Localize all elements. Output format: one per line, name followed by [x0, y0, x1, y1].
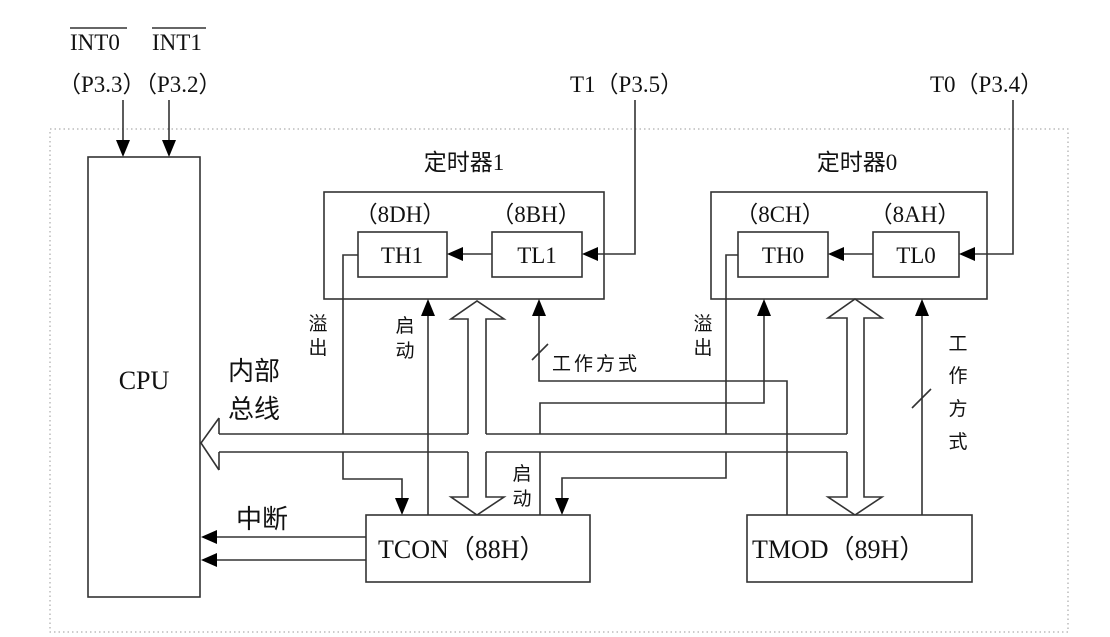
tl1-address: （8BH）: [491, 202, 580, 227]
timer0-mode-line: [911, 299, 932, 515]
int1-label: INT1: [152, 30, 202, 55]
timer0-mode-label-2: 作: [948, 365, 967, 387]
int1-pin-label: （P3.2）: [134, 72, 222, 97]
int1-arrow: [162, 100, 176, 157]
timer1-overflow-label-1: 溢: [308, 313, 327, 335]
timer0-title: 定时器0: [817, 150, 898, 175]
t1-input-label: T1（P3.5）: [570, 72, 683, 97]
timer0-overflow-label-2: 出: [693, 337, 712, 359]
interrupt-label: 中断: [236, 505, 288, 534]
th0-label: TH0: [762, 243, 804, 268]
timer1-start-label-2: 动: [395, 340, 414, 362]
timer0-mode-label-4: 式: [948, 431, 967, 453]
cpu-label: CPU: [119, 366, 170, 395]
int0-pin-label: （P3.3）: [58, 72, 146, 97]
t0-input-arrow: [959, 100, 1014, 261]
timer1-overflow-label-2: 出: [308, 337, 327, 359]
int0-arrow: [116, 100, 130, 157]
timer1-overflow-line: [342, 254, 409, 515]
internal-bus: [200, 298, 885, 516]
tcon-label: TCON（88H）: [378, 535, 546, 564]
t0-input-label: T0（P3.4）: [930, 72, 1043, 97]
timer1-start-label-1: 启: [395, 315, 414, 337]
int0-label: INT0: [70, 30, 120, 55]
th1-address: （8DH）: [355, 202, 446, 227]
timer0-overflow-label-1: 溢: [693, 313, 712, 335]
t1-input-arrow: [582, 100, 636, 261]
tl0-to-th0-arrow: [828, 247, 873, 261]
tl0-label: TL0: [896, 243, 936, 268]
timer0-mode-label-3: 方: [948, 398, 967, 420]
timer1-start-line: [421, 299, 435, 515]
tl1-to-th1-arrow: [447, 247, 492, 261]
tl0-register: [872, 231, 960, 278]
cpu-block: [87, 156, 201, 598]
bus-label-line1: 内部: [228, 357, 280, 386]
tl0-address: （8AH）: [870, 202, 961, 227]
th0-register: [737, 231, 829, 278]
th1-label: TH1: [381, 243, 423, 268]
chip-boundary: [49, 128, 1069, 633]
interrupt-arrow-1: [201, 530, 366, 544]
bus-label-line2: 总线: [228, 395, 280, 424]
timer1-mode-line: [531, 299, 788, 515]
tmod-register: [746, 514, 973, 583]
tmod-label: TMOD（89H）: [752, 535, 925, 564]
timer0-start-line: [539, 299, 771, 515]
timer1-mode-label: 工作方式: [552, 353, 640, 375]
timer1-title: 定时器1: [424, 150, 505, 175]
timer0-mode-label-1: 工: [948, 334, 967, 355]
tl1-register: [491, 231, 583, 278]
timer0-start-label-2: 动: [512, 488, 531, 510]
tl1-label: TL1: [517, 243, 557, 268]
timer0-start-label-1: 启: [512, 463, 531, 485]
th0-address: （8CH）: [735, 202, 824, 227]
timer0-overflow-line: [555, 254, 738, 515]
tcon-register: [365, 514, 591, 583]
interrupt-arrow-2: [201, 553, 366, 567]
